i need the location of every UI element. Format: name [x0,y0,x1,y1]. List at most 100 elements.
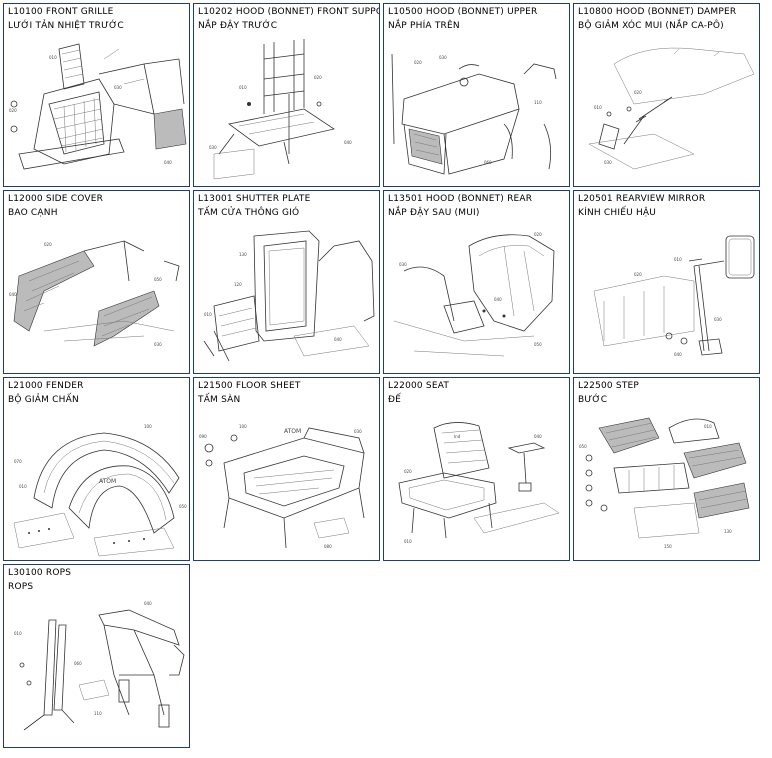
svg-text:030: 030 [714,317,722,322]
part-code: L21500 FLOOR SHEET [198,381,301,391]
part-cell-rops[interactable]: L30100 ROPS ROPS 010 040 060 110 [3,564,190,748]
part-name: ĐẾ [388,395,402,405]
part-name: LƯỚI TẢN NHIỆT TRƯỚC [8,21,124,31]
part-name: ROPS [8,582,34,592]
part-cell-step[interactable]: L22500 STEP BƯỚC 010 050 150 130 [573,377,760,561]
svg-text:010: 010 [404,539,412,544]
part-cell-rearview-mirror[interactable]: L20501 REARVIEW MIRROR KÍNH CHIẾU HẬU 01… [573,190,760,374]
svg-text:020: 020 [414,60,422,65]
part-code: L12000 SIDE COVER [8,194,104,204]
part-cell-hood-front-support[interactable]: L10202 HOOD (BONNET) FRONT SUPPO NẮP ĐẬY… [193,3,380,187]
hood-damper-diagram: 010 020 030 [588,47,755,170]
part-name: NẮP ĐẬY TRƯỚC [198,21,278,31]
part-cell-front-grille[interactable]: L10100 FRONT GRILLE LƯỚI TẢN NHIỆT TRƯỚC… [3,3,190,187]
svg-text:030: 030 [354,429,362,434]
svg-text:060: 060 [484,160,492,165]
part-cell-shutter-plate[interactable]: L13001 SHUTTER PLATE TẤM CỬA THÔNG GIÓ 1… [193,190,380,374]
svg-text:ATOM: ATOM [99,478,116,485]
svg-text:040: 040 [494,297,502,302]
svg-text:050: 050 [154,277,162,282]
svg-text:050: 050 [179,504,187,509]
svg-text:010: 010 [14,631,22,636]
svg-text:130: 130 [724,529,732,534]
part-name: KÍNH CHIẾU HẬU [578,208,657,218]
svg-text:050: 050 [534,342,542,347]
svg-text:110: 110 [94,711,102,716]
svg-text:ATOM: ATOM [284,428,301,435]
part-name: TẤM SÀN [198,395,241,405]
part-cell-fender[interactable]: L21000 FENDER BỘ GIẢM CHẤN ATOM 070 010 … [3,377,190,561]
svg-text:060: 060 [74,661,82,666]
fender-diagram: ATOM 070 010 100 050 [13,424,187,557]
svg-text:020: 020 [404,469,412,474]
part-name: BỘ GIẢM XÓC MUI (NẮP CA-PÔ) [578,21,724,31]
svg-text:010: 010 [19,484,27,489]
part-code: L22500 STEP [578,381,640,391]
svg-text:010: 010 [239,85,247,90]
svg-text:120: 120 [234,282,242,287]
svg-text:010: 010 [594,105,602,110]
rops-diagram: 010 040 060 110 [14,601,185,731]
svg-text:020: 020 [634,90,642,95]
svg-text:050: 050 [579,444,587,449]
svg-text:020: 020 [534,232,542,237]
svg-text:010: 010 [204,312,212,317]
seat-diagram: Ind 020 040 010 [398,422,560,544]
step-diagram: 010 050 150 130 [579,417,750,549]
part-name: NẮP ĐẬY SAU (MUI) [388,208,480,218]
part-code: L10202 HOOD (BONNET) FRONT SUPPO [198,7,380,17]
svg-text:040: 040 [334,337,342,342]
part-cell-hood-damper[interactable]: L10800 HOOD (BONNET) DAMPER BỘ GIẢM XÓC … [573,3,760,187]
svg-text:130: 130 [239,252,247,257]
part-code: L22000 SEAT [388,381,450,391]
svg-text:020: 020 [9,108,17,113]
svg-text:090: 090 [199,434,207,439]
floor-sheet-diagram: ATOM 090 100 030 080 [199,424,365,549]
part-code: L10500 HOOD (BONNET) UPPER [388,7,538,17]
svg-text:010: 010 [49,55,57,60]
svg-text:030: 030 [604,160,612,165]
part-code: L10800 HOOD (BONNET) DAMPER [578,7,737,17]
svg-text:030: 030 [399,262,407,267]
svg-text:040: 040 [674,352,682,357]
svg-text:010: 010 [674,257,682,262]
part-code: L13501 HOOD (BONNET) REAR [388,194,533,204]
svg-text:020: 020 [314,75,322,80]
svg-text:040: 040 [144,601,152,606]
front-grille-diagram: 010 020 030 040 [9,43,187,170]
part-cell-floor-sheet[interactable]: L21500 FLOOR SHEET TẤM SÀN ATOM 090 100 … [193,377,380,561]
svg-text:040: 040 [9,292,17,297]
part-name: BAO CẠNH [8,208,58,218]
svg-text:070: 070 [14,459,22,464]
svg-text:080: 080 [324,544,332,549]
hood-upper-diagram: 020 030 110 060 [391,53,557,175]
svg-text:040: 040 [164,160,172,165]
svg-text:030: 030 [154,342,162,347]
part-cell-hood-upper[interactable]: L10500 HOOD (BONNET) UPPER NẮP PHÍA TRÊN… [383,3,570,187]
svg-text:040: 040 [344,140,352,145]
svg-text:010: 010 [704,424,712,429]
part-cell-side-cover[interactable]: L12000 SIDE COVER BAO CẠNH 020 040 050 0… [3,190,190,374]
rearview-mirror-diagram: 010 020 030 040 [593,235,755,357]
svg-text:040: 040 [534,434,542,439]
part-cell-hood-rear[interactable]: L13501 HOOD (BONNET) REAR NẮP ĐẬY SAU (M… [383,190,570,374]
hood-rear-diagram: 020 030 040 050 [393,232,555,357]
part-name: NẮP PHÍA TRÊN [388,21,460,31]
svg-text:110: 110 [534,100,542,105]
svg-text:100: 100 [239,424,247,429]
part-code: L21000 FENDER [8,381,84,391]
part-code: L30100 ROPS [8,568,72,578]
svg-text:030: 030 [439,55,447,60]
svg-text:020: 020 [44,242,52,247]
side-cover-diagram: 020 040 050 030 [9,240,180,347]
part-name: BỘ GIẢM CHẤN [8,395,79,405]
svg-text:100: 100 [144,424,152,429]
part-code: L10100 FRONT GRILLE [8,7,114,17]
svg-text:020: 020 [634,272,642,277]
part-cell-seat[interactable]: L22000 SEAT ĐẾ Ind 020 040 010 [383,377,570,561]
shutter-plate-diagram: 130 120 010 040 [203,230,375,362]
svg-text:030: 030 [209,145,217,150]
part-code: L13001 SHUTTER PLATE [198,194,311,204]
part-name: TẤM CỬA THÔNG GIÓ [198,208,300,218]
